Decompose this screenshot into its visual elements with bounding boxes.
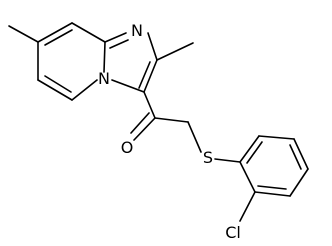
bond-ar3: [293, 138, 309, 170]
bond-c2-c3-inner: [138, 61, 151, 89]
atom-label-s: S: [203, 148, 213, 167]
bond-c3-n4: [111, 79, 145, 93]
bond-c7-c8-inner: [44, 29, 73, 46]
bond-ar5-inner: [257, 185, 287, 190]
atom-labels: N N O S Cl: [98, 21, 241, 242]
bond-s-aryl: [214, 158, 241, 163]
atom-label-n4: N: [98, 69, 110, 88]
bond-ar1: [239, 135, 260, 163]
bond-ar3-inner: [289, 144, 302, 170]
bond-ar1-inner: [246, 141, 263, 164]
bond-ar2: [258, 135, 295, 140]
bond-co-1: [133, 117, 156, 141]
bond-methyl-2: [156, 42, 194, 61]
bond-ar5: [254, 191, 291, 197]
bond-c8a-n1: [104, 32, 127, 43]
bond-c8a-n1-inner: [109, 39, 129, 49]
atom-label-cl: Cl: [225, 223, 241, 242]
bond-c3-carbonyl: [143, 91, 156, 119]
bond-set: [8, 22, 309, 222]
bond-ar6: [239, 161, 256, 193]
atom-label-n1: N: [131, 21, 143, 40]
bond-n1-c2: [147, 32, 158, 61]
atom-label-o: O: [121, 138, 134, 157]
bond-n4-c5: [71, 79, 98, 101]
bond-c8-c8a: [71, 22, 106, 43]
bond-ar4: [289, 168, 309, 197]
bond-c7-c8: [37, 22, 73, 43]
bond-c2-c3: [143, 59, 158, 93]
bond-carbonyl-ch2: [154, 117, 189, 123]
bond-c8a-n4: [103, 41, 106, 73]
bond-methyl-7: [8, 25, 39, 43]
bond-c-cl: [239, 191, 256, 222]
bond-co-2: [130, 112, 150, 134]
bond-ch2-s: [187, 121, 202, 153]
bond-c5-c6: [37, 79, 73, 101]
bond-c5-c6-inner: [44, 75, 72, 93]
